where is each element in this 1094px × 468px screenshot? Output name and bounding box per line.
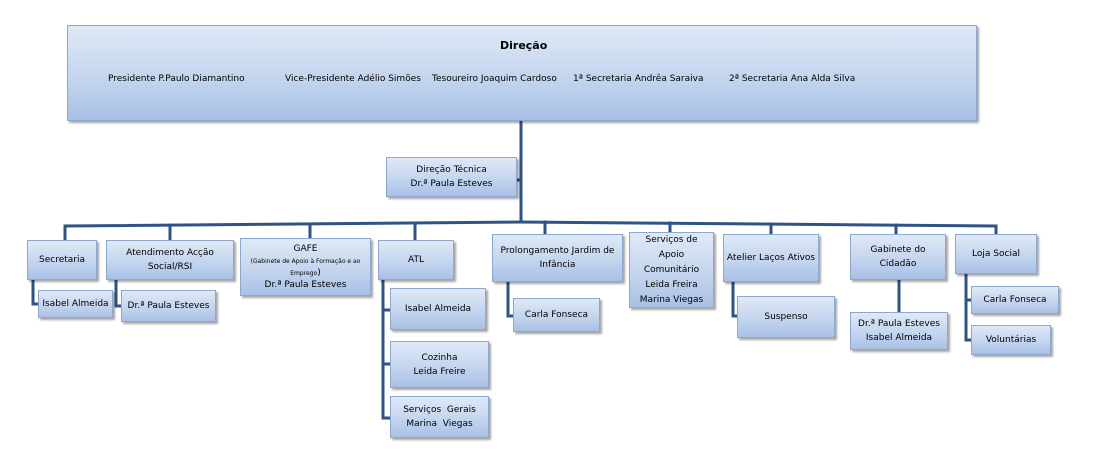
atelier-staff-box: Suspenso xyxy=(737,296,835,338)
servicos-apoio-name2: Marina Viegas xyxy=(639,295,704,305)
atl-servicos-title: Serviços Gerais xyxy=(403,405,476,415)
gabinete-name2: Isabel Almeida xyxy=(865,333,933,343)
loja-staff1-box: Carla Fonseca xyxy=(971,286,1059,314)
atl-title: ATL xyxy=(408,255,424,265)
atl-servicos-name: Marina Viegas xyxy=(406,419,473,429)
secretaria-staff-box: Isabel Almeida xyxy=(38,290,113,318)
atelier-staff: Suspenso xyxy=(764,312,808,322)
servicos-apoio-name1: Leida Freira xyxy=(645,280,698,290)
direcao-title: Direção xyxy=(500,39,548,52)
direcao-tecnica-name: Dr.ª Paula Esteves xyxy=(410,179,493,189)
atl-staff: Isabel Almeida xyxy=(404,304,472,314)
direcao-tecnica-box: Direção Técnica Dr.ª Paula Esteves xyxy=(386,157,517,197)
officer-presidente: Presidente P.Paulo Diamantino xyxy=(108,70,245,89)
officer-name: P.Paulo Diamantino xyxy=(158,74,245,84)
officer-vice-presidente: Vice-Presidente Adélio Simões xyxy=(285,70,421,89)
officer-2a-secretaria: 2ª Secretaria Ana Alda Silva xyxy=(729,70,855,89)
direcao-tecnica-title: Direção Técnica xyxy=(416,165,487,175)
atelier-box: Atelier Laços Ativos xyxy=(723,234,819,282)
atl-staff-box: Isabel Almeida xyxy=(390,288,486,330)
atl-cozinha-box: Cozinha Leida Freire xyxy=(390,341,489,388)
gafe-name: Dr.ª Paula Esteves xyxy=(264,280,347,290)
servicos-apoio-title: Serviços de Apoio Comunitário xyxy=(643,235,700,275)
atendimento-staff: Dr.ª Paula Esteves xyxy=(127,301,210,311)
prolongamento-title: Prolongamento Jardim de Infância xyxy=(500,246,615,270)
officer-role: Tesoureiro xyxy=(432,74,478,84)
direcao-box xyxy=(67,25,977,121)
officer-name: Adélio Simões xyxy=(357,74,421,84)
officer-role: 1ª Secretaria xyxy=(573,74,632,84)
atendimento-title: Atendimento Acção Social/RSI xyxy=(126,248,214,272)
loja-title: Loja Social xyxy=(972,249,1020,259)
atl-servicos-box: Serviços Gerais Marina Viegas xyxy=(390,396,489,438)
atelier-title: Atelier Laços Ativos xyxy=(726,253,816,263)
atl-box: ATL xyxy=(378,240,454,280)
officer-role: Vice-Presidente xyxy=(285,74,355,84)
officer-tesoureiro: Tesoureiro Joaquim Cardoso xyxy=(432,70,557,89)
atl-cozinha-name: Leida Freire xyxy=(413,366,466,377)
officer-name: Andrêa Saraiva xyxy=(634,74,704,84)
prolongamento-box: Prolongamento Jardim de Infância xyxy=(492,234,623,282)
officer-name: Joaquim Cardoso xyxy=(480,74,557,84)
gabinete-title: Gabinete do Cidadão xyxy=(870,245,926,269)
gafe-title: GAFE xyxy=(293,244,318,254)
secretaria-box: Secretaria xyxy=(27,240,97,280)
secretaria-title: Secretaria xyxy=(39,255,85,265)
secretaria-staff: Isabel Almeida xyxy=(42,299,109,309)
prolongamento-staff: Carla Fonseca xyxy=(524,310,589,320)
officer-role: 2ª Secretaria xyxy=(729,74,788,84)
atendimento-box: Atendimento Acção Social/RSI xyxy=(106,240,234,280)
gafe-subtitle: (Gabinete de Apoio à Formação e ao Empre… xyxy=(250,258,361,277)
officer-role: Presidente xyxy=(108,74,156,84)
officer-name: Ana Alda Silva xyxy=(790,74,856,84)
loja-staff2-box: Voluntárias xyxy=(971,325,1051,355)
gafe-box: GAFE (Gabinete de Apoio à Formação e ao … xyxy=(240,238,371,296)
loja-staff1: Carla Fonseca xyxy=(983,295,1047,305)
atendimento-staff-box: Dr.ª Paula Esteves xyxy=(121,290,216,322)
prolongamento-staff-box: Carla Fonseca xyxy=(513,298,600,332)
gafe-subtitle-close: ) xyxy=(317,268,321,278)
servicos-apoio-box: Serviços de Apoio Comunitário Leida Frei… xyxy=(629,232,714,308)
gabinete-name1: Dr.ª Paula Esteves xyxy=(858,319,940,329)
gabinete-box: Gabinete do Cidadão xyxy=(850,234,946,280)
loja-staff2: Voluntárias xyxy=(985,335,1037,345)
gabinete-staff-box: Dr.ª Paula Esteves Isabel Almeida xyxy=(850,312,948,350)
atl-cozinha-title: Cozinha xyxy=(421,352,458,363)
officer-1a-secretaria: 1ª Secretaria Andrêa Saraiva xyxy=(573,70,703,89)
loja-box: Loja Social xyxy=(955,234,1037,274)
